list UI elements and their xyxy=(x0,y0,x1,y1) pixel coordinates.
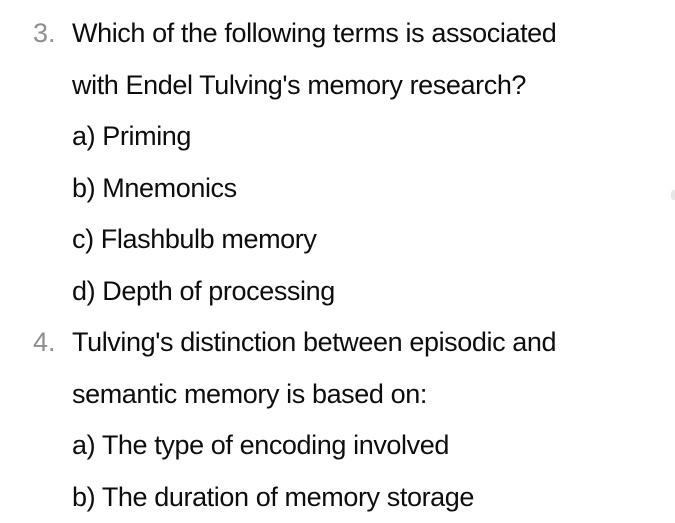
question-list: 3. Which of the following terms is assoc… xyxy=(0,8,675,523)
question-text-line: Which of the following terms is associat… xyxy=(72,8,675,60)
list-number: 4. xyxy=(33,317,56,369)
answer-option: b) Mnemonics xyxy=(72,163,675,215)
question-4: 4. Tulving's distinction between episodi… xyxy=(0,317,675,523)
scrollbar-thumb[interactable] xyxy=(671,190,675,200)
answer-option: a) Priming xyxy=(72,111,675,163)
answer-option: a) The type of encoding involved xyxy=(72,420,675,472)
question-text-line: semantic memory is based on: xyxy=(72,369,675,421)
list-number: 3. xyxy=(33,8,56,60)
question-text-line: Tulving's distinction between episodic a… xyxy=(72,317,675,369)
answer-option: c) Flashbulb memory xyxy=(72,214,675,266)
question-3: 3. Which of the following terms is assoc… xyxy=(0,8,675,317)
answer-option: d) Depth of processing xyxy=(72,266,675,318)
question-text-line: with Endel Tulving's memory research? xyxy=(72,60,675,112)
answer-option: b) The duration of memory storage xyxy=(72,472,675,523)
